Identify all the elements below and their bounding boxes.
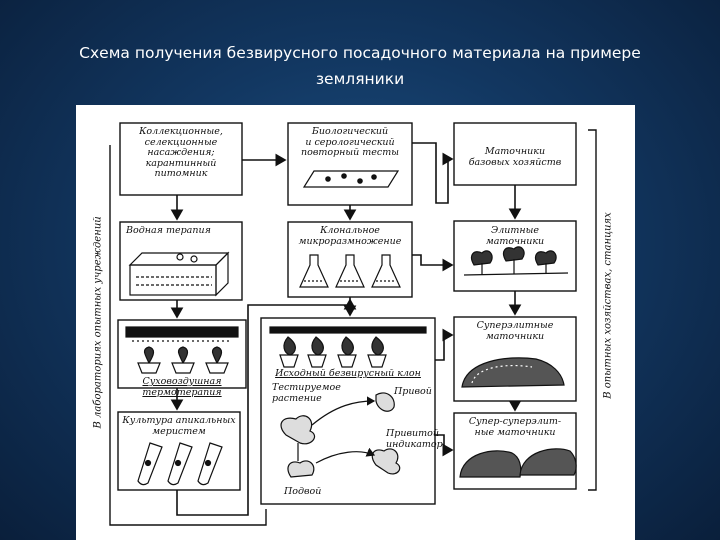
arrow-micro-to-elite bbox=[412, 254, 454, 272]
label-indicator-scion: Привитой индикатор bbox=[386, 428, 443, 450]
label-collection: Коллекционные, селекционные насаждения; … bbox=[139, 126, 223, 179]
label-super-elite: Суперэлитные маточники bbox=[476, 320, 554, 342]
left-bracket bbox=[109, 145, 267, 526]
box-meristem bbox=[117, 411, 241, 491]
diagram-graphics bbox=[109, 122, 597, 526]
label-tests: Биологический и серологический повторный… bbox=[300, 126, 399, 158]
label-meristem: Культура апикальных меристем bbox=[122, 415, 236, 437]
potted-plants-illustration bbox=[269, 326, 427, 368]
super-super-elite-tunnels-illustration bbox=[459, 448, 577, 478]
arrow-tests-to-mother bbox=[412, 142, 454, 204]
box-super-super-elite bbox=[453, 412, 577, 490]
label-elite: Элитные маточники bbox=[485, 225, 545, 247]
flasks-illustration bbox=[299, 254, 401, 288]
label-super-super-elite: Супер-суперэлит- ные маточники bbox=[468, 416, 562, 438]
label-micropropagation: Клональное микроразмножение bbox=[298, 225, 402, 247]
label-mother-base: Маточники базовых хозяйств bbox=[468, 146, 562, 168]
diagram-figure: Коллекционные, селекционные насаждения; … bbox=[76, 105, 635, 540]
box-source-clone bbox=[260, 317, 436, 505]
air-chamber-illustration bbox=[125, 326, 239, 374]
side-label-right: В опытных хозяйствах, станциях bbox=[602, 212, 614, 399]
water-bath-illustration bbox=[128, 251, 230, 297]
label-tested-plant: Тестируемое растение bbox=[272, 382, 341, 404]
test-tubes-illustration bbox=[137, 442, 223, 486]
box-air-thermotherapy bbox=[117, 319, 247, 389]
elite-plants-illustration bbox=[463, 246, 569, 276]
label-scion: Привой bbox=[394, 386, 432, 397]
petri-dish-illustration bbox=[302, 170, 400, 188]
arrow-clone-to-sse bbox=[435, 434, 454, 457]
slide-title: Схема получения безвирусного посадочного… bbox=[79, 44, 641, 88]
box-collection bbox=[119, 122, 243, 196]
label-rootstock: Подвой bbox=[284, 486, 322, 497]
right-bracket bbox=[588, 129, 597, 491]
super-elite-tunnel-illustration bbox=[461, 357, 565, 388]
label-source-clone: Исходный безвирусный клон bbox=[275, 368, 421, 379]
side-label-left: В лабораториях опытных учреждений bbox=[92, 216, 104, 429]
grafting-illustration bbox=[280, 392, 401, 478]
box-thermotherapy bbox=[119, 221, 243, 301]
arrow-clone-to-superelite bbox=[435, 328, 454, 361]
label-air-thermotherapy: Суховоздушная термотерапия bbox=[142, 376, 222, 398]
label-thermotherapy: Водная терапия bbox=[126, 225, 211, 236]
